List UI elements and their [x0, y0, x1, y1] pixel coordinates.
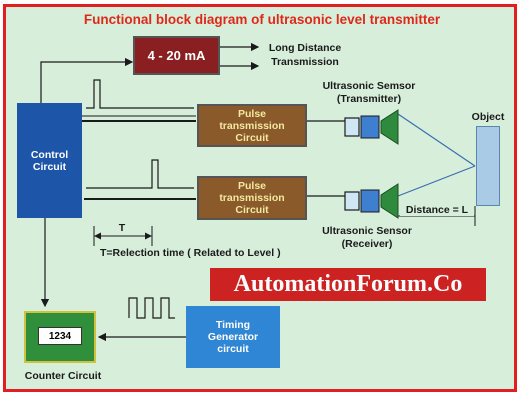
beam-tx-top [397, 113, 476, 167]
long-distance-label: Long Distance [268, 42, 342, 54]
pulse-waveform-rx [86, 159, 194, 189]
transmission-label: Transmission [271, 56, 339, 68]
watermark-text: AutomationForum.Co [233, 271, 463, 297]
object-label: Object [471, 111, 505, 123]
counter-label: Counter Circuit [24, 370, 102, 382]
timing-generator-box: Timing Generator circuit [186, 306, 280, 368]
control-circuit-box: Control Circuit [17, 103, 82, 218]
current-loop-box: 4 - 20 mA [133, 36, 220, 75]
sensor-tx-label-2: (Transmitter) [336, 93, 402, 105]
transmitter-transducer [344, 109, 399, 145]
sensor-rx-label-1: Ultrasonic Sensor [322, 225, 412, 237]
receiver-transducer [344, 183, 399, 219]
counter-circuit-box: 1234 [24, 311, 96, 363]
watermark: AutomationForum.Co [210, 268, 486, 301]
pulse-tx-box: Pulse transmission Circuit [197, 104, 307, 147]
t-label: T [118, 222, 126, 234]
line-control-to-current [40, 57, 134, 103]
sensor-rx-label-2: (Receiver) [341, 238, 393, 250]
pulse-rx-box: Pulse transmission Circuit [197, 176, 307, 220]
object-box [476, 126, 500, 206]
sensor-tx-label-1: Ultrasonic Semsor [322, 80, 416, 92]
beam-rx [397, 165, 476, 197]
relection-time-label: T=Relection time ( Related to Level ) [100, 247, 281, 259]
distance-label: Distance = L [400, 204, 474, 216]
counter-display: 1234 [38, 327, 82, 345]
clock-waveform [128, 297, 175, 319]
diagram-title: Functional block diagram of ultrasonic l… [83, 12, 441, 27]
pulse-waveform-tx [86, 79, 194, 109]
